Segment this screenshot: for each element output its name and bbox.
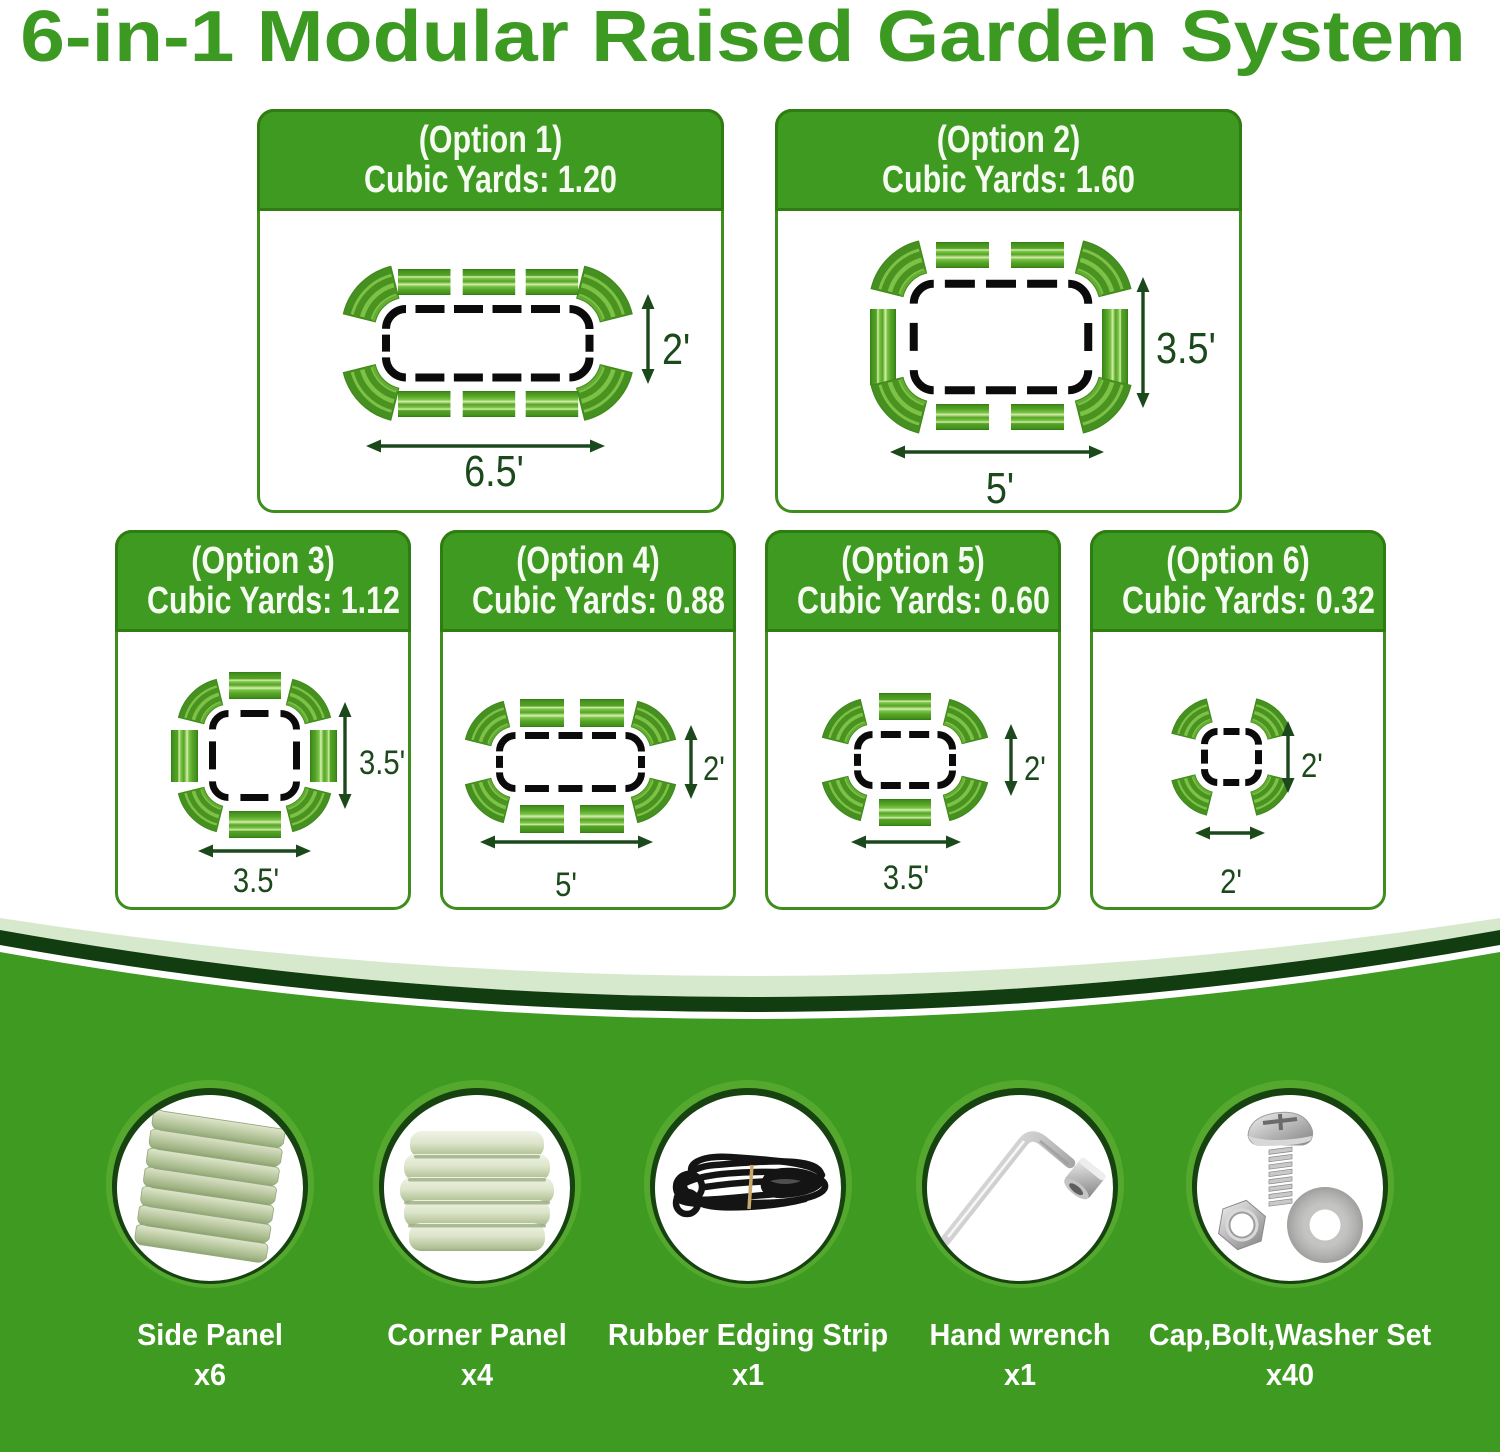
svg-text:5': 5' bbox=[555, 865, 577, 904]
svg-text:2': 2' bbox=[662, 324, 690, 373]
svg-text:2': 2' bbox=[1220, 862, 1242, 901]
svg-text:3.5': 3.5' bbox=[883, 858, 929, 897]
svg-text:3.5': 3.5' bbox=[1156, 323, 1216, 372]
svg-text:3.5': 3.5' bbox=[233, 861, 279, 900]
svg-text:5': 5' bbox=[986, 463, 1014, 512]
svg-text:2': 2' bbox=[1301, 746, 1323, 785]
svg-text:3.5': 3.5' bbox=[359, 743, 405, 782]
svg-text:2': 2' bbox=[703, 749, 725, 788]
svg-text:2': 2' bbox=[1024, 749, 1046, 788]
svg-text:6.5': 6.5' bbox=[464, 446, 524, 495]
